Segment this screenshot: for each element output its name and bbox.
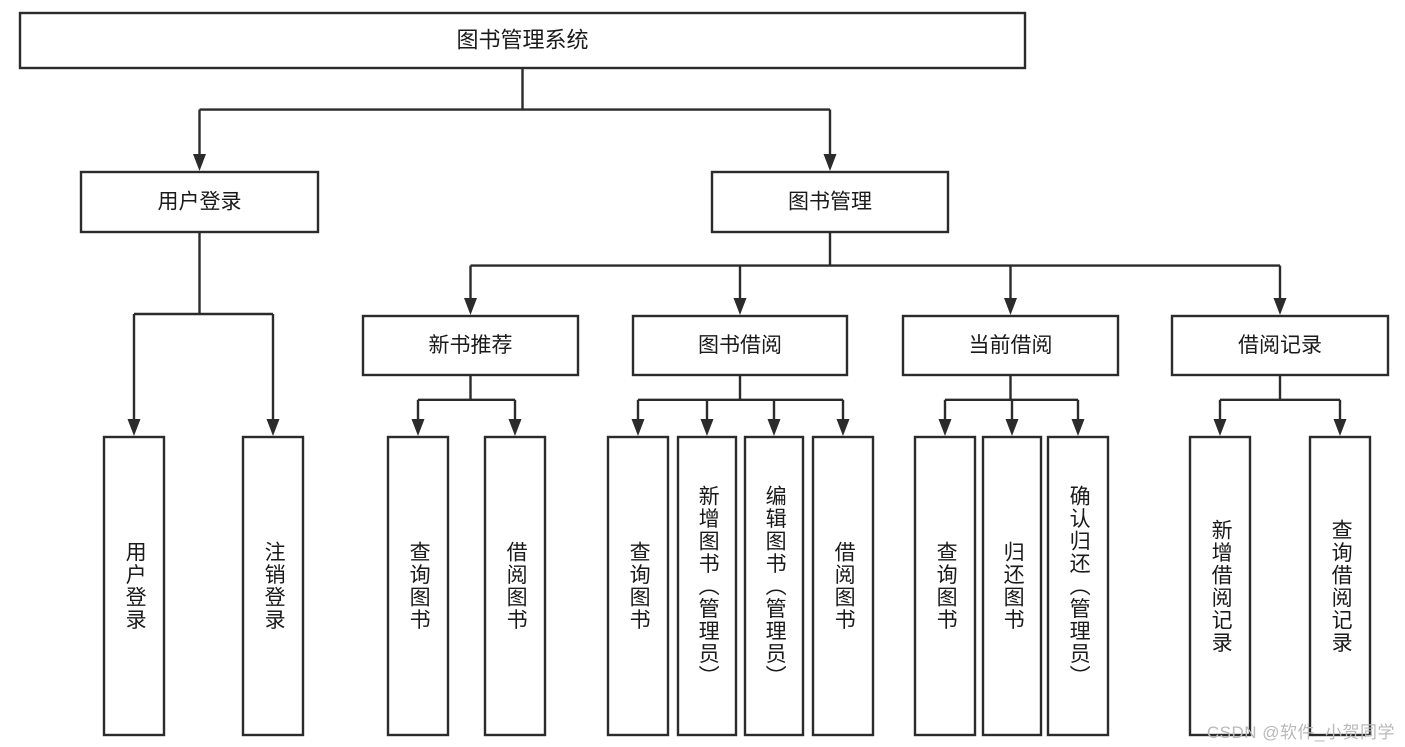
node-box[interactable] — [743, 435, 805, 737]
connector-group — [464, 232, 1287, 315]
node-box[interactable] — [631, 314, 849, 377]
node-box[interactable] — [981, 435, 1043, 737]
node-l4_12 — [1188, 435, 1252, 737]
node-box[interactable] — [676, 435, 738, 737]
node-l4_6 — [676, 435, 738, 737]
node-l3_2: 图书借阅 — [631, 314, 849, 377]
connector-group — [938, 375, 1085, 436]
node-box[interactable] — [1170, 314, 1390, 377]
connector-group — [631, 375, 850, 436]
node-label: 图书借阅 — [698, 334, 782, 357]
node-label: 新书推荐 — [429, 334, 513, 357]
node-l4_3 — [386, 435, 450, 737]
connector-group — [193, 68, 837, 171]
node-box[interactable] — [18, 11, 1027, 70]
node-box[interactable] — [102, 435, 166, 737]
node-box[interactable] — [901, 314, 1120, 377]
node-l4_1 — [102, 435, 166, 737]
node-box[interactable] — [913, 435, 977, 737]
node-box[interactable] — [710, 170, 950, 234]
node-l2_2: 图书管理 — [710, 170, 950, 234]
node-box[interactable] — [606, 435, 670, 737]
node-box[interactable] — [361, 314, 580, 377]
node-l3_4: 借阅记录 — [1170, 314, 1390, 377]
node-label: 当前借阅 — [969, 334, 1053, 357]
watermark-text: CSDN @软件_小贺同学 — [1206, 723, 1395, 742]
node-l4_13 — [1308, 435, 1372, 737]
node-l4_10 — [981, 435, 1043, 737]
node-box[interactable] — [1188, 435, 1252, 737]
node-label: 借阅记录 — [1238, 334, 1322, 357]
connector-group — [1213, 375, 1347, 436]
node-l3_3: 当前借阅 — [901, 314, 1120, 377]
connector-layer — [127, 68, 1347, 436]
node-label: 图书管理系统 — [456, 27, 588, 52]
node-box[interactable] — [79, 170, 320, 234]
node-l2_1: 用户登录 — [79, 170, 320, 234]
node-l3_1: 新书推荐 — [361, 314, 580, 377]
node-box[interactable] — [1046, 435, 1110, 737]
node-box[interactable] — [483, 435, 547, 737]
node-l4_7 — [743, 435, 805, 737]
node-l4_11 — [1046, 435, 1110, 737]
connector-group — [411, 375, 522, 436]
node-label: 用户登录 — [158, 191, 242, 214]
node-l4_2 — [241, 435, 305, 737]
node-root: 图书管理系统 — [18, 11, 1027, 70]
node-box[interactable] — [1308, 435, 1372, 737]
node-l4_5 — [606, 435, 670, 737]
connector-group — [127, 232, 280, 436]
node-box[interactable] — [811, 435, 875, 737]
node-label: 图书管理 — [788, 191, 872, 214]
node-l4_9 — [913, 435, 977, 737]
node-box[interactable] — [241, 435, 305, 737]
node-l4_8 — [811, 435, 875, 737]
node-box[interactable] — [386, 435, 450, 737]
node-l4_4 — [483, 435, 547, 737]
